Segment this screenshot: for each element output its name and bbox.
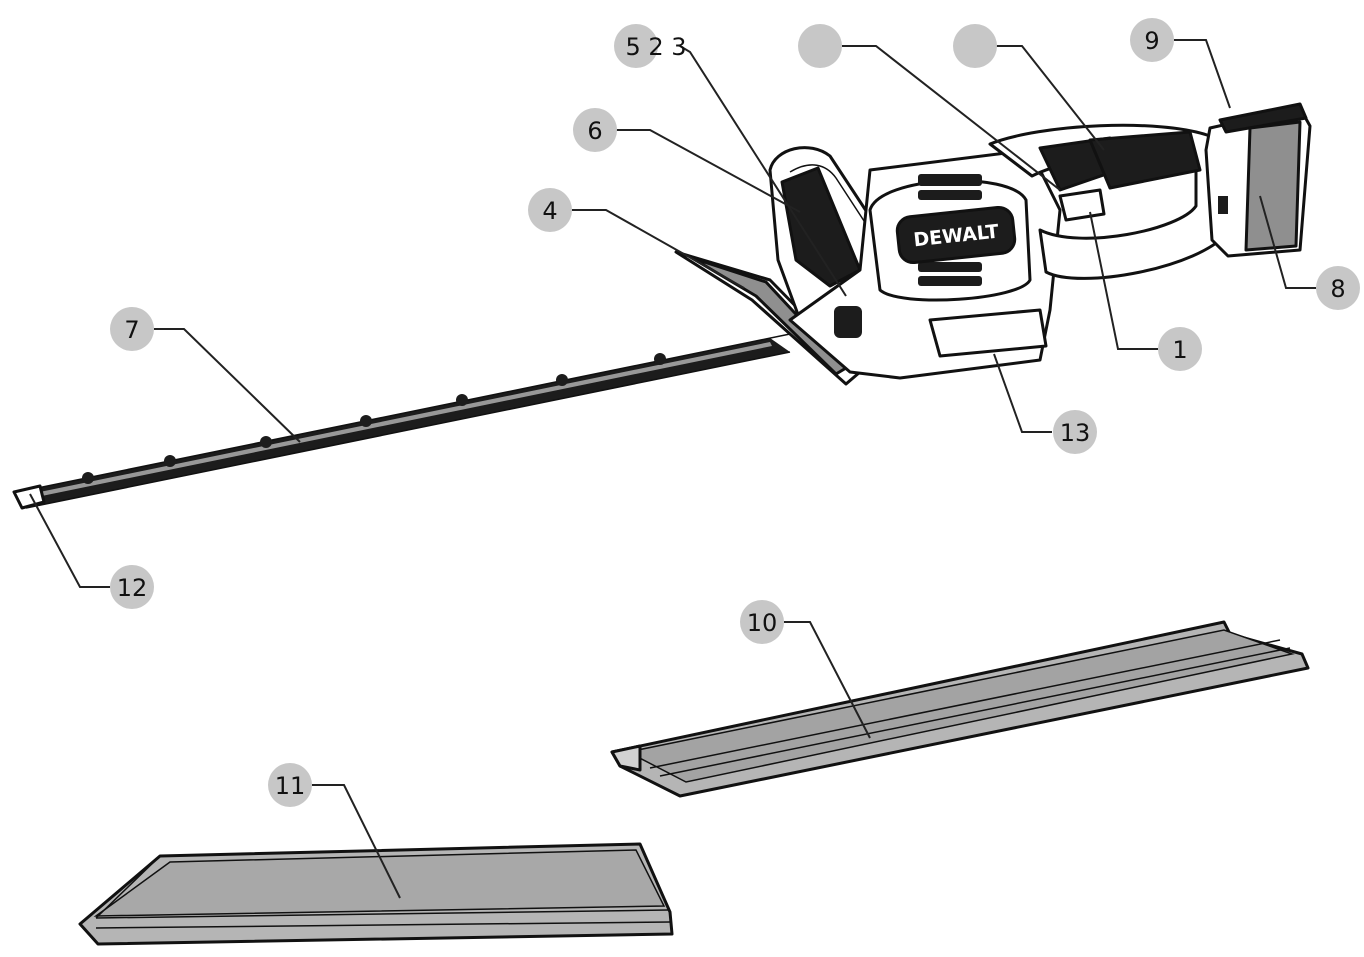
blade-sheath-long [610, 620, 1310, 798]
callout-8: 8 [1316, 266, 1360, 310]
svg-text:5 2 3: 5 2 3 [625, 33, 686, 61]
cutting-blade [12, 333, 791, 510]
vent-grille [918, 174, 982, 286]
svg-text:12: 12 [117, 574, 148, 602]
callout-10: 10 [740, 600, 784, 644]
svg-text:7: 7 [124, 316, 139, 344]
svg-text:4: 4 [542, 197, 557, 225]
callout-4: 4 [528, 188, 572, 232]
callout-blank-a [798, 24, 842, 68]
svg-text:9: 9 [1144, 27, 1159, 55]
leader-lines [29, 39, 1316, 899]
front-hand-guard [674, 250, 862, 386]
svg-text:1: 1 [1172, 336, 1187, 364]
svg-text:10: 10 [747, 609, 778, 637]
blade-sheath-short [78, 842, 674, 946]
svg-text:6: 6 [587, 117, 602, 145]
callout-9: 9 [1130, 18, 1174, 62]
svg-text:13: 13 [1060, 419, 1091, 447]
callout-7: 7 [110, 307, 154, 351]
battery-pack [1204, 102, 1312, 258]
callout-6: 6 [573, 108, 617, 152]
callout-1: 1 [1158, 327, 1202, 371]
svg-text:8: 8 [1330, 275, 1345, 303]
brand-badge [895, 205, 1017, 265]
callout-12: 12 [110, 565, 154, 609]
callout-13: 13 [1053, 410, 1097, 454]
blade-tip [12, 484, 46, 510]
rear-handle [988, 123, 1234, 280]
svg-text:11: 11 [275, 772, 306, 800]
callout-5-2-3: 5 2 3 [614, 24, 687, 68]
callout-blank-b [953, 24, 997, 68]
callout-11: 11 [268, 763, 312, 807]
blade-teeth [82, 353, 666, 484]
